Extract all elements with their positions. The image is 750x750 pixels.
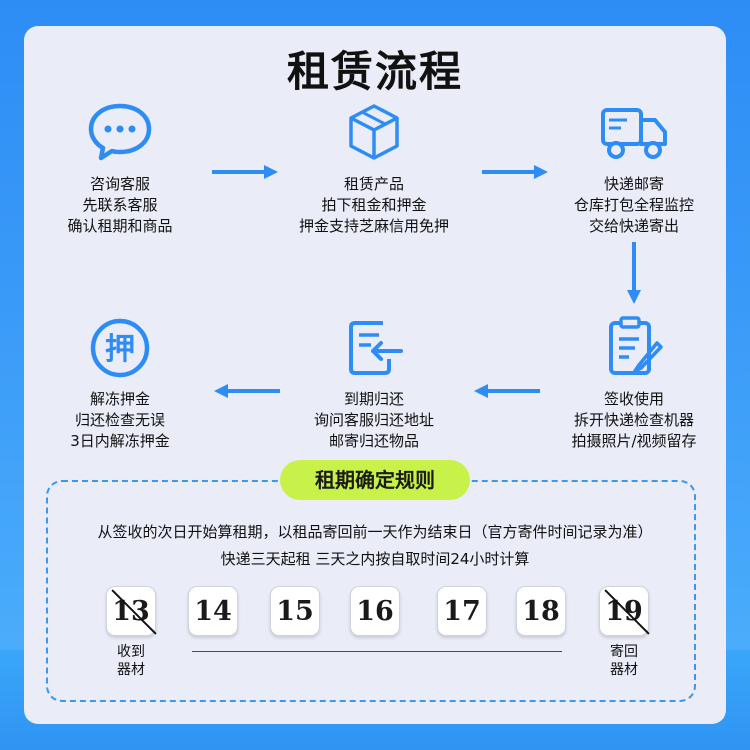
step-title: 咨询客服: [89, 175, 150, 193]
rules-line-2: 快递三天起租 三天之内按自取时间24小时计算: [220, 550, 530, 568]
calendar-day: 16: [350, 586, 400, 636]
step-detail: 仓库打包全程监控: [573, 196, 694, 214]
step-title: 到期归还: [343, 390, 404, 408]
deposit-seal-icon: 押: [90, 318, 150, 378]
day-number: 17: [443, 596, 481, 627]
day-label-line: 寄回: [610, 644, 638, 660]
calendar-day: 19: [599, 586, 650, 636]
day-label-line: 器材: [117, 662, 145, 678]
chat-bubble-icon: [88, 103, 152, 161]
return-document-icon: [349, 321, 403, 375]
step-rent: 租赁产品 拍下租金和押金 押金支持芝麻信用免押: [264, 100, 484, 237]
day-label-returned: 寄回 器材: [594, 643, 654, 679]
step-detail: 交给快递寄出: [588, 217, 679, 235]
step-consult: 咨询客服 先联系客服 确认租期和商品: [10, 100, 230, 237]
arrow-down-icon: [627, 242, 641, 304]
step-sign: 签收使用 拆开快递检查机器 拍摄照片/视频留存: [524, 315, 744, 452]
day-number: 15: [276, 596, 314, 627]
step-detail: 归还检查无误: [74, 411, 165, 429]
step-return: 到期归还 询问客服归还地址 邮寄归还物品: [264, 315, 484, 452]
step-title: 租赁产品: [343, 175, 404, 193]
day-label-received: 收到 器材: [101, 643, 161, 679]
rules-line-1: 从签收的次日开始算租期，以租品寄回前一天作为结束日（官方寄件时间记录为准）: [97, 523, 653, 541]
day-label-line: 器材: [610, 662, 638, 678]
seal-text: 押: [105, 332, 135, 367]
calendar-day: 13: [106, 586, 157, 636]
step-detail: 拍摄照片/视频留存: [571, 432, 697, 450]
step-detail: 询问客服归还地址: [313, 411, 434, 429]
step-detail: 邮寄归还物品: [328, 432, 419, 450]
clipboard-icon: [609, 316, 663, 375]
step-title: 解冻押金: [89, 390, 150, 408]
step-title: 快递邮寄: [603, 175, 664, 193]
step-detail: 3日内解冻押金: [70, 432, 170, 450]
arrow-left-icon: [214, 384, 280, 398]
step-ship: 快递邮寄 仓库打包全程监控 交给快递寄出: [524, 100, 744, 237]
rental-period-line: [192, 651, 562, 652]
page-title: 租赁流程: [286, 47, 463, 96]
day-number: 16: [356, 596, 394, 627]
step-detail: 拆开快递检查机器: [573, 411, 694, 429]
step-detail: 确认租期和商品: [67, 217, 173, 235]
arrow-right-icon: [482, 165, 548, 179]
arrow-right-icon: [212, 165, 278, 179]
step-title: 签收使用: [603, 390, 664, 408]
step-unfreeze: 押 解冻押金 归还检查无误 3日内解冻押金: [10, 315, 230, 452]
day-number: 14: [194, 596, 232, 627]
step-detail: 拍下租金和押金: [321, 196, 427, 214]
step-detail: 先联系客服: [82, 196, 158, 214]
calendar-day: 17: [437, 586, 487, 636]
calendar-day: 18: [516, 586, 566, 636]
step-detail: 押金支持芝麻信用免押: [298, 217, 449, 235]
rules-heading: 租期确定规则: [280, 460, 470, 500]
delivery-truck-icon: [601, 108, 667, 159]
day-label-line: 收到: [117, 644, 145, 660]
calendar-day: 14: [188, 586, 238, 636]
box-icon: [349, 104, 399, 160]
calendar-day: 15: [270, 586, 320, 636]
arrow-left-icon: [474, 384, 540, 398]
day-number: 18: [522, 596, 560, 627]
